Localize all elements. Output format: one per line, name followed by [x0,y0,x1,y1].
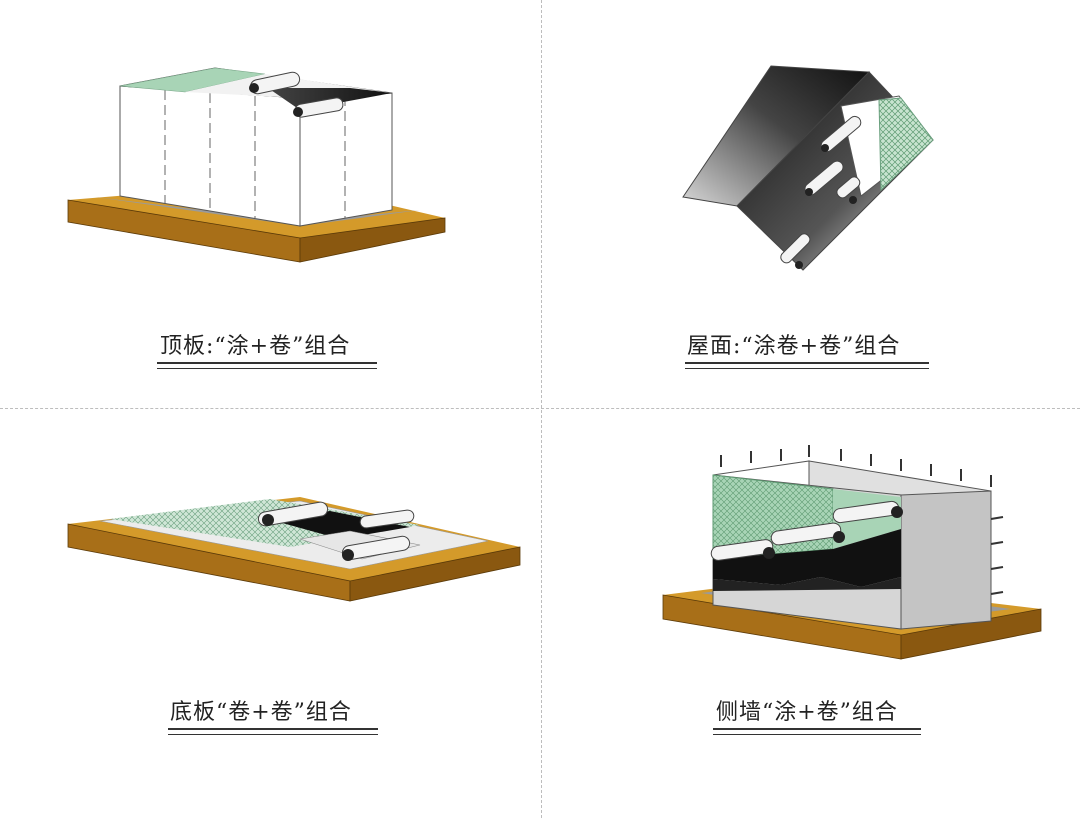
caption-underline [713,728,921,730]
caption-underline-thin [157,368,377,369]
caption-pitched-roof: 屋面:“涂卷+卷”组合 [687,334,901,359]
caption-side-wall: 侧墙“涂+卷”组合 [716,700,898,725]
caption-underline [168,728,378,730]
caption-underline [685,362,929,364]
bottom-slab-illustration [67,497,521,602]
panel-side-wall: 侧墙“涂+卷”组合 [541,409,1080,818]
caption-roof-slab: 顶板:“涂+卷”组合 [160,334,351,359]
caption-underline-thin [713,734,921,735]
caption-underline-thin [685,368,929,369]
vertical-divider [541,0,542,818]
panel-roof-slab: 顶板:“涂+卷”组合 [0,0,540,408]
side-wall-illustration [662,445,1042,660]
panel-bottom-slab: 底板“卷+卷”组合 [0,409,540,818]
caption-underline-thin [168,734,378,735]
roof-slab-illustration [67,67,446,263]
panel-pitched-roof: 屋面:“涂卷+卷”组合 [541,0,1080,408]
horizontal-divider [0,408,1080,409]
caption-bottom-slab: 底板“卷+卷”组合 [170,700,352,725]
caption-underline [157,362,377,364]
pitched-roof-illustration [682,65,934,271]
